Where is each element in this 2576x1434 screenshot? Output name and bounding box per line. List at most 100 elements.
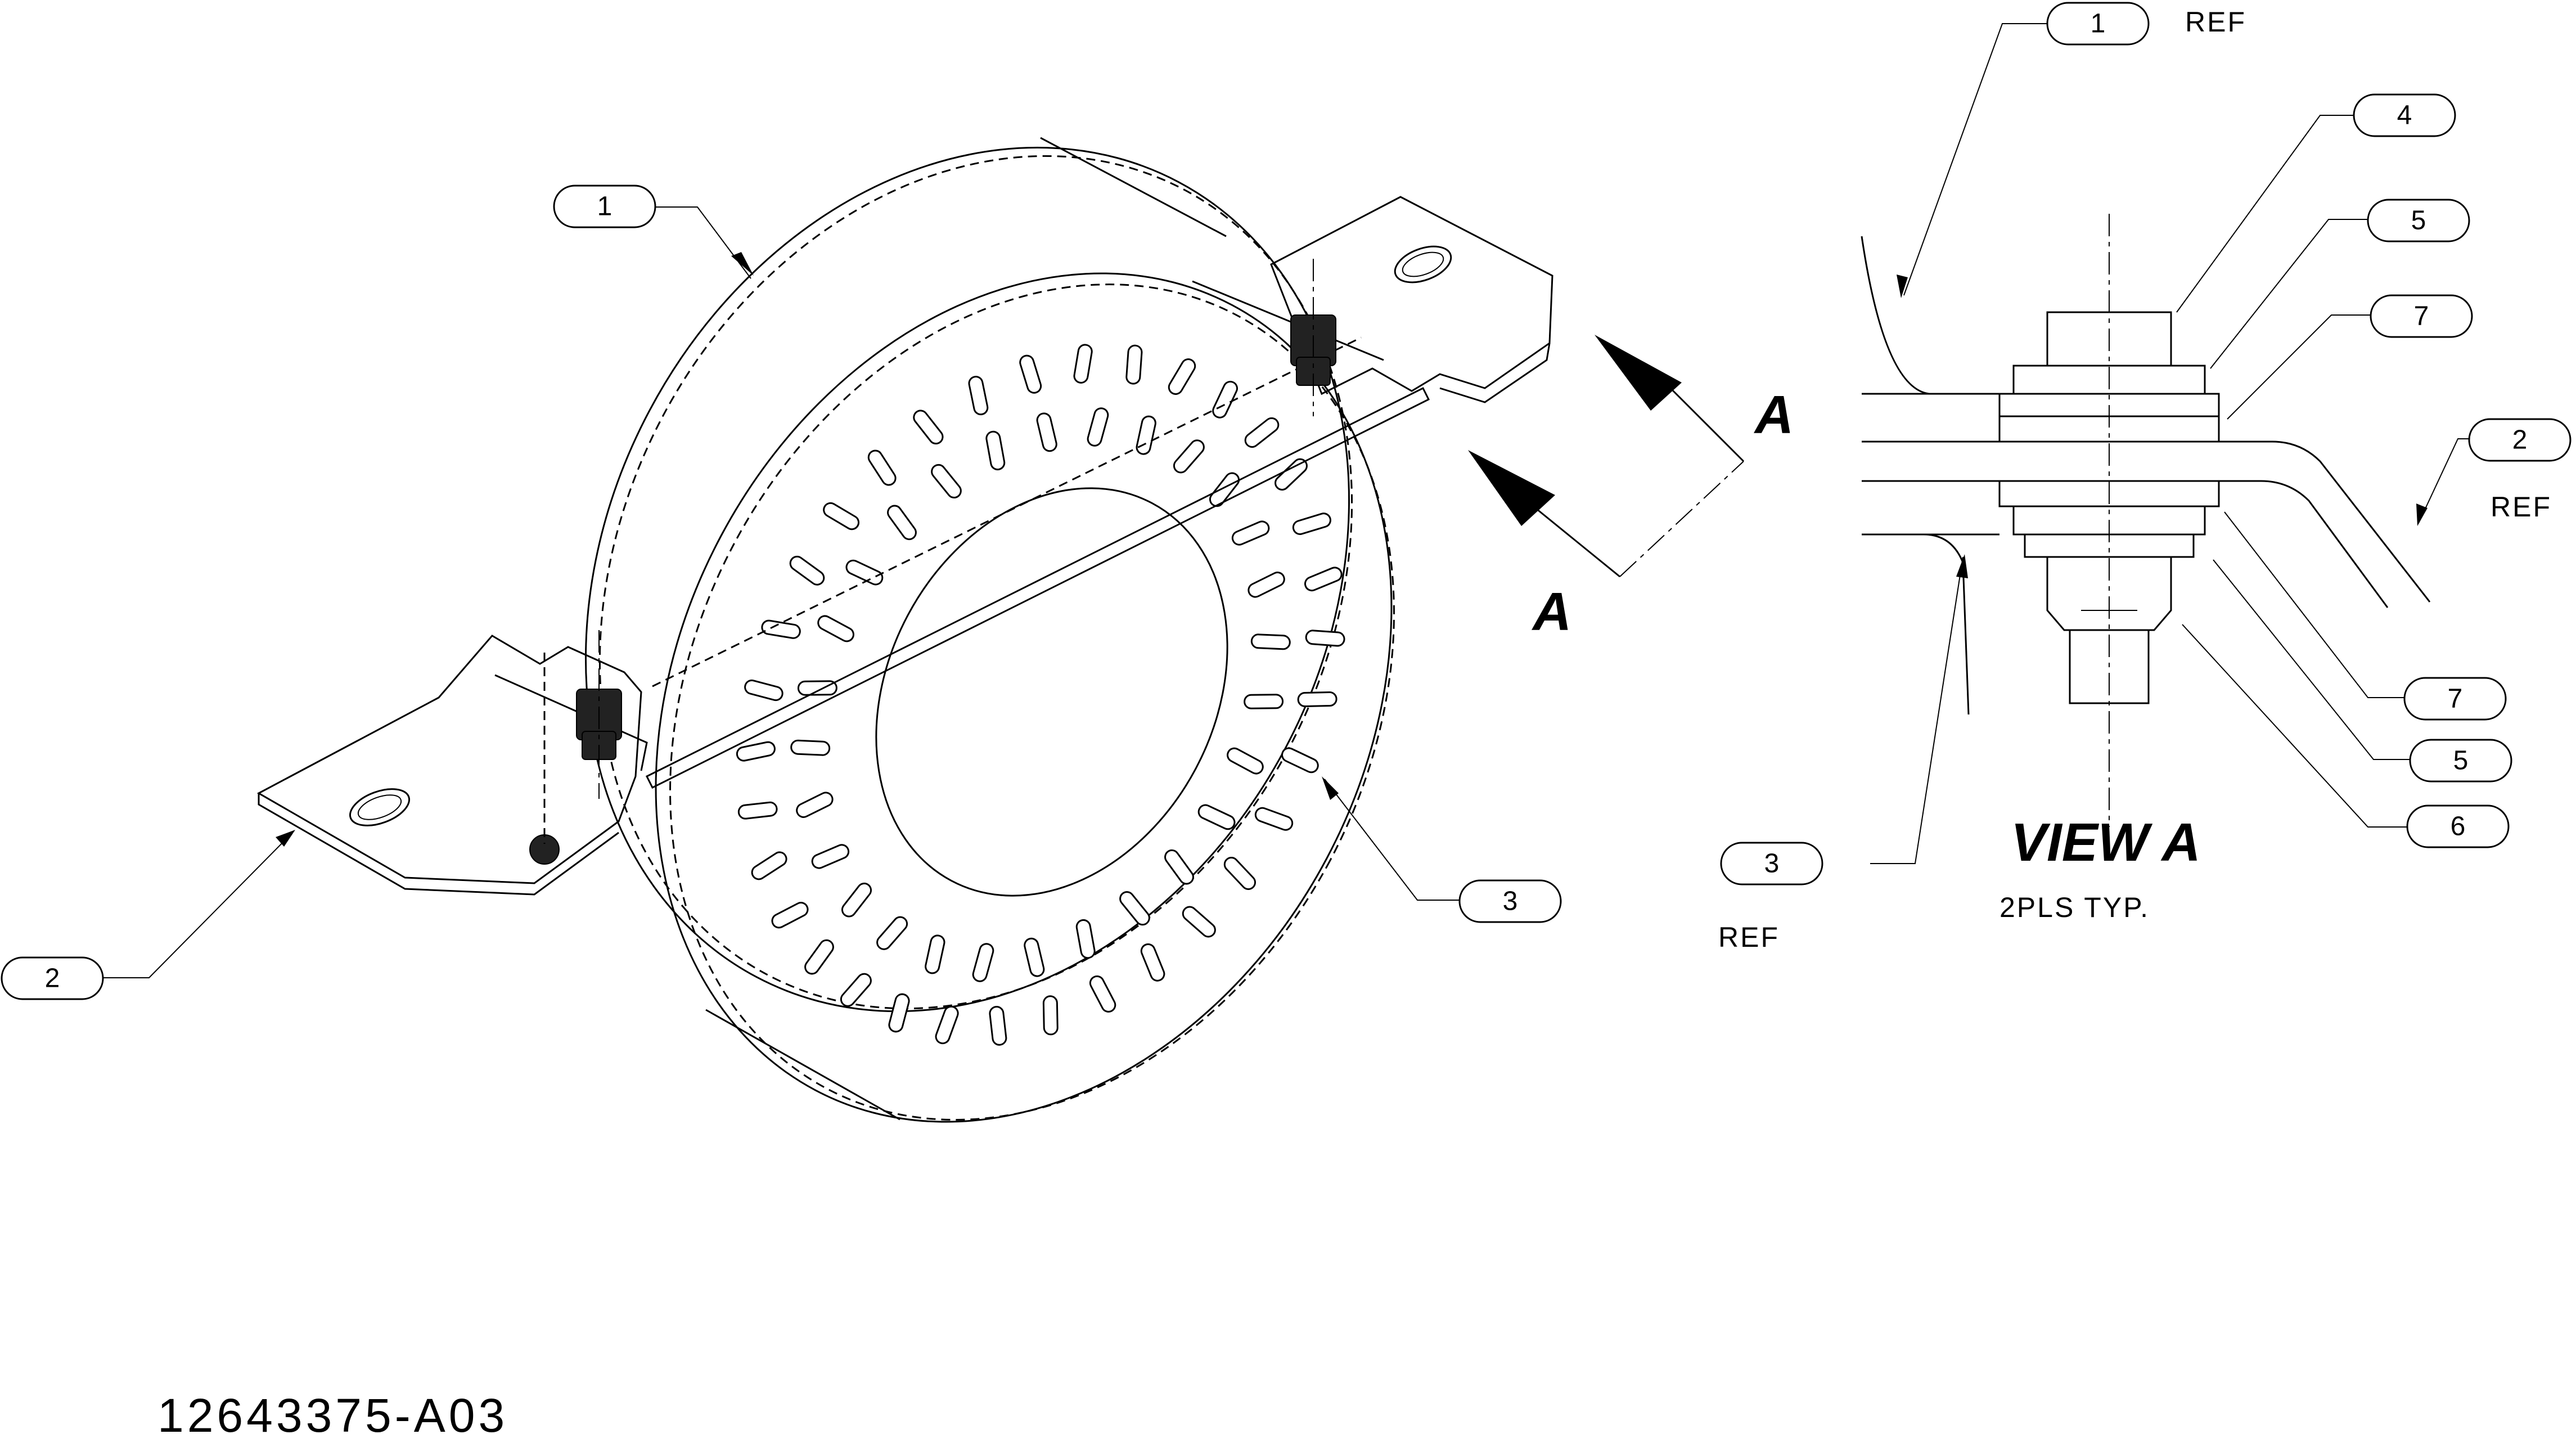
ring-slot (985, 430, 1006, 471)
ring-slot (823, 502, 860, 531)
ring-slot (935, 1005, 959, 1045)
clamp-strap (645, 386, 1430, 789)
ring-slot (1292, 513, 1331, 535)
section-cut-a (1468, 335, 1745, 578)
iso-leaders (101, 206, 1462, 978)
ring-slot (1173, 439, 1205, 474)
ring-slot (1304, 567, 1343, 592)
ring-slot (1024, 937, 1045, 977)
va-callout-1: 1 REF (2046, 2, 2246, 46)
ring-slot (1305, 630, 1345, 647)
ring-slot (1227, 747, 1264, 775)
ring-slot (841, 882, 872, 918)
ring-slot (1119, 891, 1150, 926)
front-ring-outer-dashed (669, 284, 1395, 1121)
ring-silhouette-top (1040, 137, 1227, 237)
ring-slot (796, 792, 834, 818)
va-callout-3-text: 3 (1764, 849, 1780, 879)
ring-slot (744, 679, 783, 702)
va-callout-7a-text: 7 (2414, 302, 2429, 331)
ring-slot (1244, 417, 1280, 448)
ring-slot (925, 934, 945, 974)
va-callout-4-text: 4 (2397, 101, 2412, 131)
ring-slot (867, 449, 897, 486)
va-callout-2: 2 REF (2468, 418, 2572, 523)
bracket-left (256, 635, 642, 884)
section-letter-bottom: A (1532, 582, 1571, 642)
ring-slot (1297, 691, 1337, 707)
ring-slot (1168, 358, 1196, 395)
ring-slot (736, 741, 776, 762)
ring-slot (1248, 572, 1285, 598)
ring-slot (1019, 354, 1042, 394)
fastener-right (1290, 259, 1336, 416)
view-a-leaders (1870, 23, 2509, 864)
va-callout-6-text: 6 (2451, 812, 2466, 842)
ring-silhouette-bottom (705, 1009, 900, 1121)
va-callout-2-text: 2 (2512, 425, 2528, 455)
bracket-right-hole-inner (1402, 251, 1444, 277)
ring-slot (789, 555, 825, 586)
isometric-assembly (101, 137, 1745, 1123)
ring-slot (1281, 747, 1319, 774)
section-letter-top: A (1754, 385, 1794, 445)
ring-slot (1087, 407, 1109, 447)
ring-slot (1089, 975, 1116, 1013)
ring-slot (931, 464, 962, 498)
ring-slot (968, 376, 989, 416)
va-callout-2-note: REF (2491, 491, 2552, 523)
iso-callout-3: 3 (1458, 879, 1562, 923)
view-a-subtitle: 2PLS TYP. (1999, 892, 2150, 923)
ring-slot (1223, 857, 1257, 890)
bracket-right-edge (1439, 343, 1551, 403)
ring-slot (913, 410, 944, 444)
bracket-right-hole (1394, 245, 1452, 284)
ring-slot (887, 505, 917, 541)
va-callout-5b-text: 5 (2453, 746, 2469, 776)
iso-callout-2-text: 2 (45, 964, 60, 994)
iso-callout-3-text: 3 (1503, 887, 1518, 916)
drawing-number: 12643375-A03 (157, 1389, 508, 1434)
ring-slot (790, 739, 831, 756)
ring-slot (761, 619, 801, 639)
ring-slot (1254, 807, 1294, 831)
ring-slot (1125, 344, 1143, 385)
ring-slot (1136, 415, 1156, 455)
ring-slot (1212, 380, 1239, 419)
ring-slot (797, 680, 837, 696)
ring-slot (811, 844, 850, 869)
ring-slot (1164, 849, 1194, 885)
iso-callout-2: 2 (1, 956, 104, 1000)
fastener-left (576, 630, 622, 799)
ring-slots (736, 344, 1345, 1046)
ring-slot (1036, 412, 1057, 452)
ring-slot (1250, 633, 1291, 650)
view-a-section (1861, 214, 2431, 827)
iso-callout-1-text: 1 (597, 192, 613, 222)
ring-slot (840, 973, 872, 1007)
ring-slot (1073, 344, 1093, 384)
front-ring-outer (655, 272, 1393, 1123)
ring-slot (888, 993, 910, 1033)
va-callout-6: 6 (2406, 804, 2510, 848)
ring-slot (751, 851, 787, 880)
va-callout-4: 4 (2353, 93, 2456, 137)
ring-slot (771, 902, 809, 929)
clamp-strap-dashed (652, 336, 1362, 687)
va-callout-7b-text: 7 (2448, 684, 2463, 714)
va-callout-7b: 7 (2403, 677, 2507, 721)
fastener-lower (529, 653, 560, 865)
ring-slot (1197, 804, 1236, 830)
va-callout-5a: 5 (2367, 199, 2470, 242)
bracket-left-hole (349, 788, 411, 826)
ring-slot (1244, 694, 1284, 709)
va-callout-7a: 7 (2370, 294, 2473, 338)
ring-slot (1075, 919, 1096, 959)
bracket-left-edge (258, 793, 619, 896)
ring-slot (1140, 943, 1165, 982)
va-callout-5b: 5 (2409, 739, 2512, 783)
view-a-title: VIEW A (2011, 812, 2201, 873)
va-callout-1-note: REF (2185, 6, 2246, 38)
va-callout-3: 3 REF (1718, 842, 1823, 953)
